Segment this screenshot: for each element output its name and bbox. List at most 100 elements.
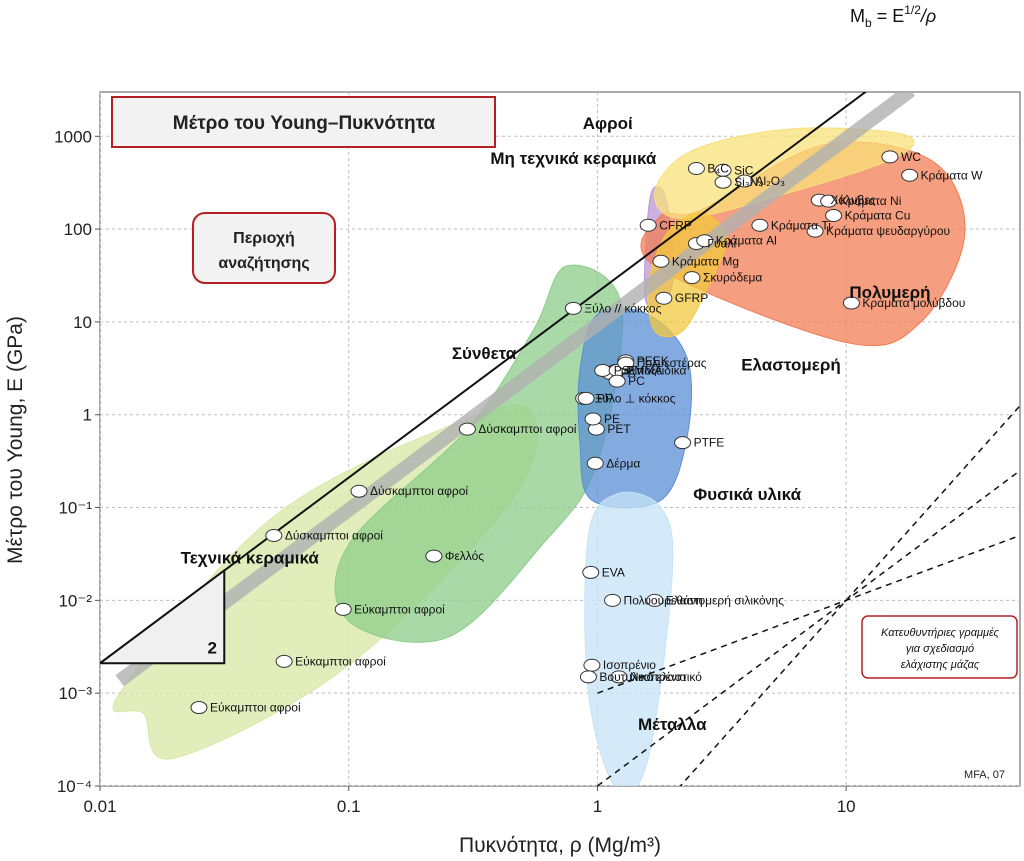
material-bubble-14: [610, 670, 628, 684]
x-tick-label-1: 0.1: [337, 797, 361, 816]
search-band: [115, 92, 916, 687]
y-tick-label-3: 1: [83, 406, 92, 425]
material-label-0: Εύκαμπτοι αφροί: [210, 701, 301, 715]
material-label-3: Δύσκαμπτοι αφροί: [285, 528, 383, 542]
material-label-44: Κράματα μολύβδου: [862, 296, 965, 310]
material-label-43: Κράματα ψευδαργύρου: [826, 224, 950, 238]
material-label-17: PA: [621, 366, 636, 380]
y-tick-label-4: 10⁻¹: [58, 499, 92, 518]
material-label-1: Εύκαμπτοι αφροί: [295, 654, 386, 668]
material-label-24: Εποξειδικά: [628, 363, 686, 377]
guide-line-1: Κατευθυντήριες γραμμές: [881, 627, 1000, 639]
guideline-slope-3: [679, 404, 1020, 786]
material-label-37: Κράματα Ti: [771, 218, 831, 232]
material-bubble-32: [696, 234, 714, 248]
material-label-31: Κράματα Mg: [672, 254, 739, 268]
material-bubble-41: [901, 168, 919, 182]
material-label-35: Si₃N₄: [734, 175, 763, 189]
chart-title: Μέτρο του Young–Πυκνότητα: [173, 113, 436, 134]
material-bubble-22: [674, 436, 692, 450]
material-bubble-35: [714, 175, 732, 189]
material-label-27: Σκυρόδεμα: [703, 271, 762, 285]
guideline-slope-1: [597, 534, 1020, 694]
material-label-15: Βουτυλικό ελαστικό: [599, 670, 702, 684]
material-bubble-36: [735, 174, 753, 188]
material-bubble-3: [265, 528, 283, 542]
material-bubble-18: [594, 363, 612, 377]
material-label-22: PTFE: [694, 436, 725, 450]
search-region-line-2: αναζήτησης: [218, 255, 309, 272]
material-bubble-0: [190, 701, 208, 715]
material-bubble-5: [458, 422, 476, 436]
slope-triangle: [100, 568, 226, 665]
guideline-slope-2: [596, 469, 1020, 786]
material-bubbles: [190, 150, 919, 715]
material-label-8: Ξύλο ⊥ κόκκος: [595, 391, 676, 405]
material-bubble-29: [639, 218, 657, 232]
material-bubble-40: [881, 150, 899, 164]
material-bubble-2: [334, 602, 352, 616]
material-bubble-4: [350, 484, 368, 498]
material-label-19: PP: [597, 391, 613, 405]
family-envelope-6: [654, 127, 915, 220]
x-tick-labels: 0.01 0.1 1 10: [83, 786, 856, 816]
material-bubble-6: [425, 549, 443, 563]
material-bubble-27: [683, 271, 701, 285]
guide-line-2: για σχεδιασμό: [906, 643, 974, 655]
material-bubble-11: [604, 593, 622, 607]
material-label-12: Ελαστομερή σιλικόνης: [666, 593, 784, 607]
credit: MFA, 07: [964, 769, 1005, 781]
material-bubble-1: [275, 654, 293, 668]
material-label-14: Νεοπρένιο: [630, 670, 687, 684]
material-label-5: Δύσκαμπτοι αφροί: [478, 422, 576, 436]
material-bubble-31: [652, 254, 670, 268]
y-axis-title: Μέτρο του Young, E (GPa): [4, 316, 27, 564]
family-envelope-2: [577, 307, 693, 509]
family-label-1: Σύνθετα: [452, 344, 517, 363]
material-label-41: Κράματα W: [921, 168, 983, 182]
family-label-7: Ελαστομερή: [741, 355, 841, 374]
material-label-2: Εύκαμπτοι αφροί: [354, 602, 445, 616]
material-bubble-33: [687, 161, 705, 175]
material-bubble-26: [617, 356, 635, 370]
material-bubble-21: [584, 412, 602, 426]
material-bubble-28: [655, 291, 673, 305]
material-label-36: Al₂O₃: [755, 174, 785, 188]
material-label-26: Πολυεστέρας: [637, 356, 707, 370]
material-bubble-37: [751, 218, 769, 232]
y-tick-label-1: 100: [64, 220, 92, 239]
material-label-11: Πολυουρεθάνη: [624, 593, 703, 607]
search-region-line-1: Περιοχή: [233, 230, 295, 247]
y-tick-label-5: 10⁻²: [58, 591, 92, 610]
material-label-30: Γυαλί: [707, 236, 736, 250]
search-region-box: Περιοχή αναζήτησης: [192, 212, 336, 284]
family-label-2: Φυσικά υλικά: [693, 485, 801, 504]
material-label-16: PMMA: [626, 363, 662, 377]
material-label-18: PS: [614, 363, 630, 377]
material-bubble-15: [579, 670, 597, 684]
material-bubble-42: [825, 209, 843, 223]
material-label-32: Κράματα Al: [716, 234, 777, 248]
material-label-4: Δύσκαμπτοι αφροί: [370, 484, 468, 498]
material-label-21: PE: [604, 412, 620, 426]
design-guidelines: [596, 404, 1020, 786]
material-bubble-7: [564, 301, 582, 315]
material-label-23: PEEK: [637, 354, 669, 368]
x-tick-label-3: 10: [837, 797, 856, 816]
chart-title-box: Μέτρο του Young–Πυκνότητα: [111, 96, 496, 148]
index-label: Mb = E1/2/ρ: [850, 3, 936, 30]
x-tick-label-0: 0.01: [83, 797, 116, 816]
material-label-6: Φελλός: [445, 549, 484, 563]
material-label-42: Κράματα Cu: [845, 209, 911, 223]
material-label-40: WC: [901, 150, 921, 164]
x-axis-title: Πυκνότητα, ρ (Mg/m³): [459, 834, 661, 857]
y-tick-label-7: 10⁻⁴: [57, 777, 92, 796]
x-tick-label-2: 1: [593, 797, 602, 816]
y-tick-label-2: 10: [73, 313, 92, 332]
family-envelope-3: [584, 491, 674, 786]
material-label-25: PC: [628, 374, 645, 388]
material-label-7: Ξύλο // κόκκος: [584, 301, 661, 315]
